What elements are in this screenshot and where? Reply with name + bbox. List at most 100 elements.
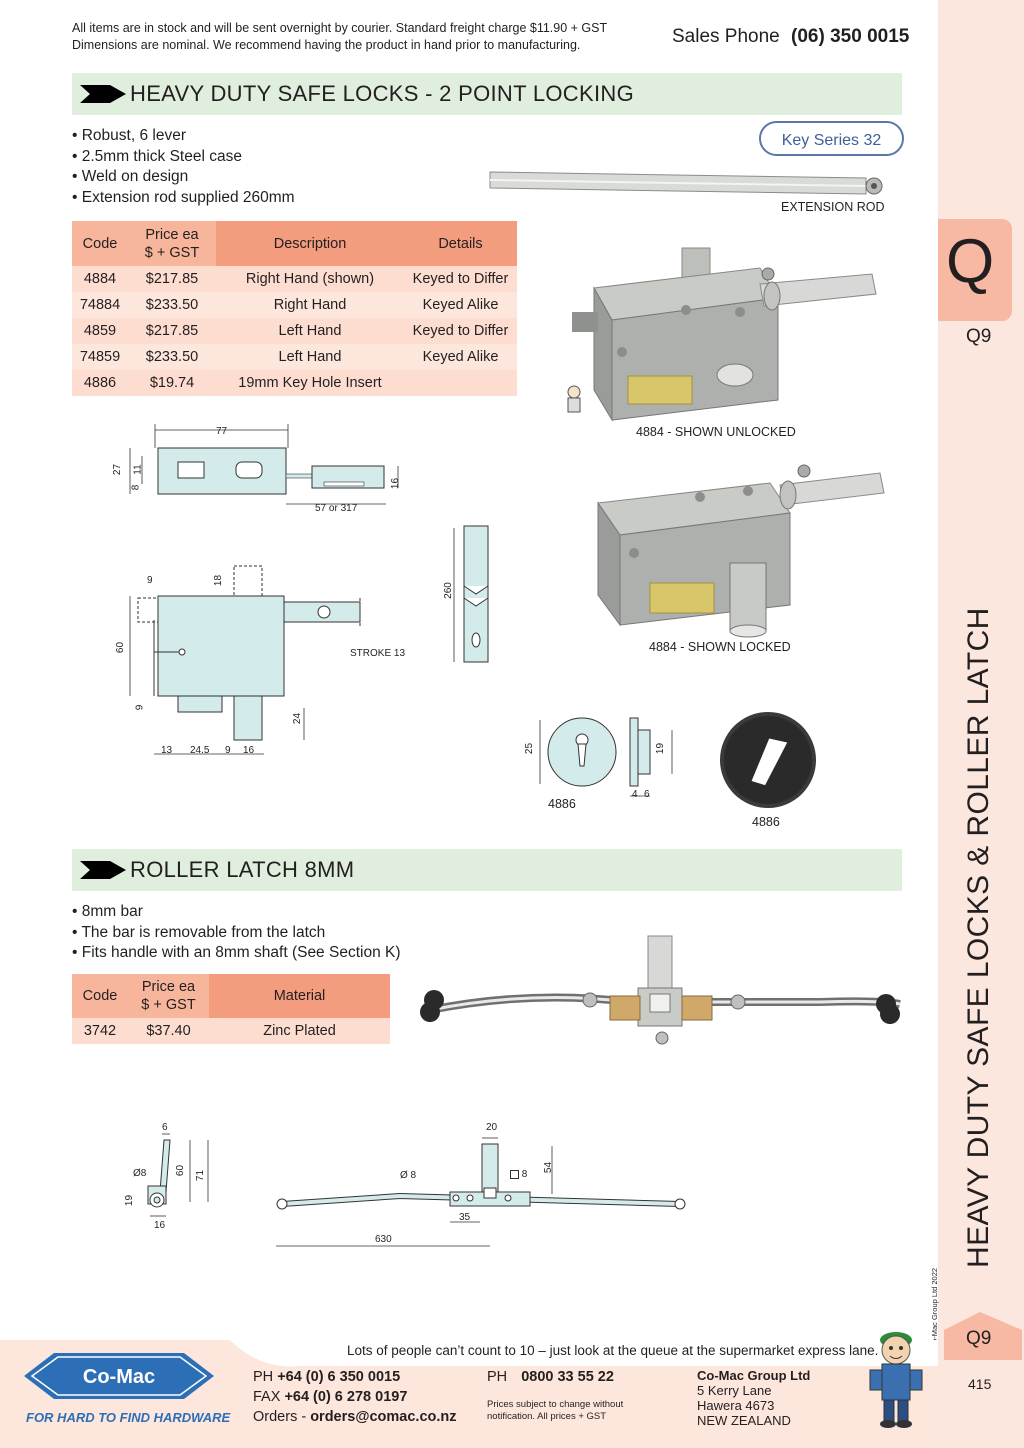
caption-extension-rod: EXTENSION ROD bbox=[781, 200, 885, 214]
roller-latch-front-drawing bbox=[276, 1137, 686, 1247]
dim-11: 11 bbox=[132, 464, 144, 475]
col-header-code: Code bbox=[72, 974, 128, 1018]
ph2-label: PH bbox=[487, 1369, 508, 1385]
cell-price: $19.74 bbox=[128, 370, 216, 396]
company-address: Co-Mac Group Ltd 5 Kerry Lane Hawera 467… bbox=[697, 1368, 810, 1428]
cell-price: $233.50 bbox=[128, 292, 216, 318]
keyhole-insert-drawing bbox=[539, 717, 673, 797]
col-header-price: Price ea $ + GST bbox=[128, 221, 216, 266]
lock-front-view-drawing bbox=[129, 565, 361, 755]
dim-54: 54 bbox=[543, 1161, 555, 1174]
cell-details: Keyed Alike bbox=[404, 292, 517, 318]
logo-text: Co-Mac bbox=[83, 1366, 155, 1388]
roller-latch-price-table: Code Price ea $ + GST Material 3742 $37.… bbox=[72, 974, 390, 1044]
feature-item: Fits handle with an 8mm shaft (See Secti… bbox=[72, 943, 401, 964]
fax: +64 (0) 6 278 0197 bbox=[284, 1389, 408, 1405]
footer-quote: Lots of people can’t count to 10 – just … bbox=[347, 1343, 879, 1358]
dim-dia-8: Ø8 bbox=[133, 1168, 147, 1179]
footer-contacts: PH +64 (0) 6 350 0015 FAX +64 (0) 6 278 … bbox=[253, 1367, 457, 1427]
dim-6: 6 bbox=[644, 789, 650, 800]
cell-description: Left Hand bbox=[216, 318, 404, 344]
feature-item: 2.5mm thick Steel case bbox=[72, 147, 295, 168]
dim-24-5: 24.5 bbox=[190, 745, 210, 756]
cell-code: 74884 bbox=[72, 292, 128, 318]
table-row: 74884 $233.50 Right Hand Keyed Alike bbox=[72, 292, 517, 318]
sales-phone-label: Sales Phone bbox=[672, 26, 780, 47]
dim-6-latch: 6 bbox=[162, 1122, 168, 1133]
cell-details: Keyed to Differ bbox=[404, 266, 517, 292]
orders-email[interactable]: orders@comac.co.nz bbox=[310, 1409, 457, 1425]
dim-20: 20 bbox=[486, 1122, 498, 1133]
disclaimer-line: Prices subject to change without bbox=[487, 1399, 624, 1410]
sales-phone: Sales Phone (06) 350 0015 bbox=[672, 26, 909, 48]
phone: +64 (0) 6 350 0015 bbox=[277, 1369, 401, 1385]
dim-24: 24 bbox=[292, 712, 304, 725]
address-line: Hawera 4673 bbox=[697, 1398, 775, 1413]
cell-details bbox=[404, 370, 517, 396]
dim-18: 18 bbox=[213, 574, 225, 587]
section-tab bbox=[938, 219, 1012, 321]
cartoon-mascot bbox=[869, 1332, 923, 1428]
cell-code: 4886 bbox=[72, 370, 128, 396]
col-header-description: Description bbox=[216, 221, 404, 266]
dim-9-bottom: 9 bbox=[134, 704, 146, 711]
dim-16-latch: 16 bbox=[154, 1220, 166, 1231]
col-header-material: Material bbox=[209, 974, 390, 1018]
address-line: 5 Kerry Lane bbox=[697, 1383, 772, 1398]
lock-locked-image bbox=[597, 464, 885, 638]
page-code: Q9 bbox=[966, 326, 992, 347]
roller-latch-side-drawing bbox=[147, 1133, 209, 1217]
dim-8: 8 bbox=[130, 484, 142, 491]
cell-code: 4859 bbox=[72, 318, 128, 344]
dim-9-top: 9 bbox=[147, 575, 153, 586]
lock-top-view-drawing bbox=[129, 424, 399, 505]
section-title: ROLLER LATCH 8MM bbox=[130, 857, 355, 882]
keyhole-insert-photo bbox=[720, 712, 816, 808]
dim-57-or-317: 57 or 317 bbox=[315, 503, 358, 514]
dim-630: 630 bbox=[375, 1234, 392, 1245]
section-letter: Q bbox=[946, 227, 995, 296]
dim-9-base: 9 bbox=[225, 745, 231, 756]
arrow-icon bbox=[80, 861, 126, 879]
address-line: NEW ZEALAND bbox=[697, 1413, 791, 1428]
dim-19-insert: 19 bbox=[655, 742, 667, 755]
cell-description: 19mm Key Hole Insert bbox=[216, 370, 404, 396]
dim-dia-8-bar: Ø 8 bbox=[400, 1170, 417, 1181]
footer-page-tab bbox=[944, 1312, 1022, 1360]
dim-60: 60 bbox=[115, 641, 127, 654]
arrow-icon bbox=[80, 85, 126, 103]
table-row: 74859 $233.50 Left Hand Keyed Alike bbox=[72, 344, 517, 370]
orders-label: Orders - bbox=[253, 1409, 307, 1425]
safe-lock-price-table: Code Price ea $ + GST Description Detail… bbox=[72, 221, 517, 396]
square-8-dim: 8 bbox=[510, 1169, 527, 1180]
rod-drawing bbox=[453, 525, 489, 663]
dim-260: 260 bbox=[442, 582, 454, 599]
dim-stroke-13: STROKE 13 bbox=[350, 648, 406, 659]
feature-item: 8mm bar bbox=[72, 902, 401, 923]
col-header-code: Code bbox=[72, 221, 128, 266]
disclaimer-line: notification. All prices + GST bbox=[487, 1411, 607, 1422]
notice-line-1: All items are in stock and will be sent … bbox=[72, 21, 608, 35]
cell-price: $217.85 bbox=[128, 266, 216, 292]
cell-code: 74859 bbox=[72, 344, 128, 370]
key-series-badge: Key Series 32 bbox=[759, 121, 904, 156]
cell-code: 3742 bbox=[72, 1018, 128, 1044]
extension-rod-image bbox=[489, 171, 883, 195]
fax-label: FAX bbox=[253, 1389, 281, 1405]
cell-price: $233.50 bbox=[128, 344, 216, 370]
square-icon bbox=[510, 1169, 519, 1179]
freephone: 0800 33 55 22 bbox=[521, 1369, 614, 1385]
footer-freephone: PH 0800 33 55 22 bbox=[487, 1367, 614, 1387]
cell-price: $37.40 bbox=[128, 1018, 209, 1044]
dim-square-8: 8 bbox=[521, 1169, 528, 1180]
price-disclaimer: Prices subject to change without notific… bbox=[487, 1399, 623, 1423]
dim-71: 71 bbox=[195, 1169, 207, 1182]
dim-13: 13 bbox=[161, 745, 173, 756]
roller-latch-image bbox=[420, 935, 901, 1045]
cell-code: 4884 bbox=[72, 266, 128, 292]
feature-item: Extension rod supplied 260mm bbox=[72, 188, 295, 209]
cell-description: Right Hand bbox=[216, 292, 404, 318]
caption-insert-drawing: 4886 bbox=[548, 797, 576, 811]
caption-insert-photo: 4886 bbox=[752, 815, 780, 829]
section-bar-safe-locks: HEAVY DUTY SAFE LOCKS - 2 POINT LOCKING bbox=[72, 73, 902, 115]
